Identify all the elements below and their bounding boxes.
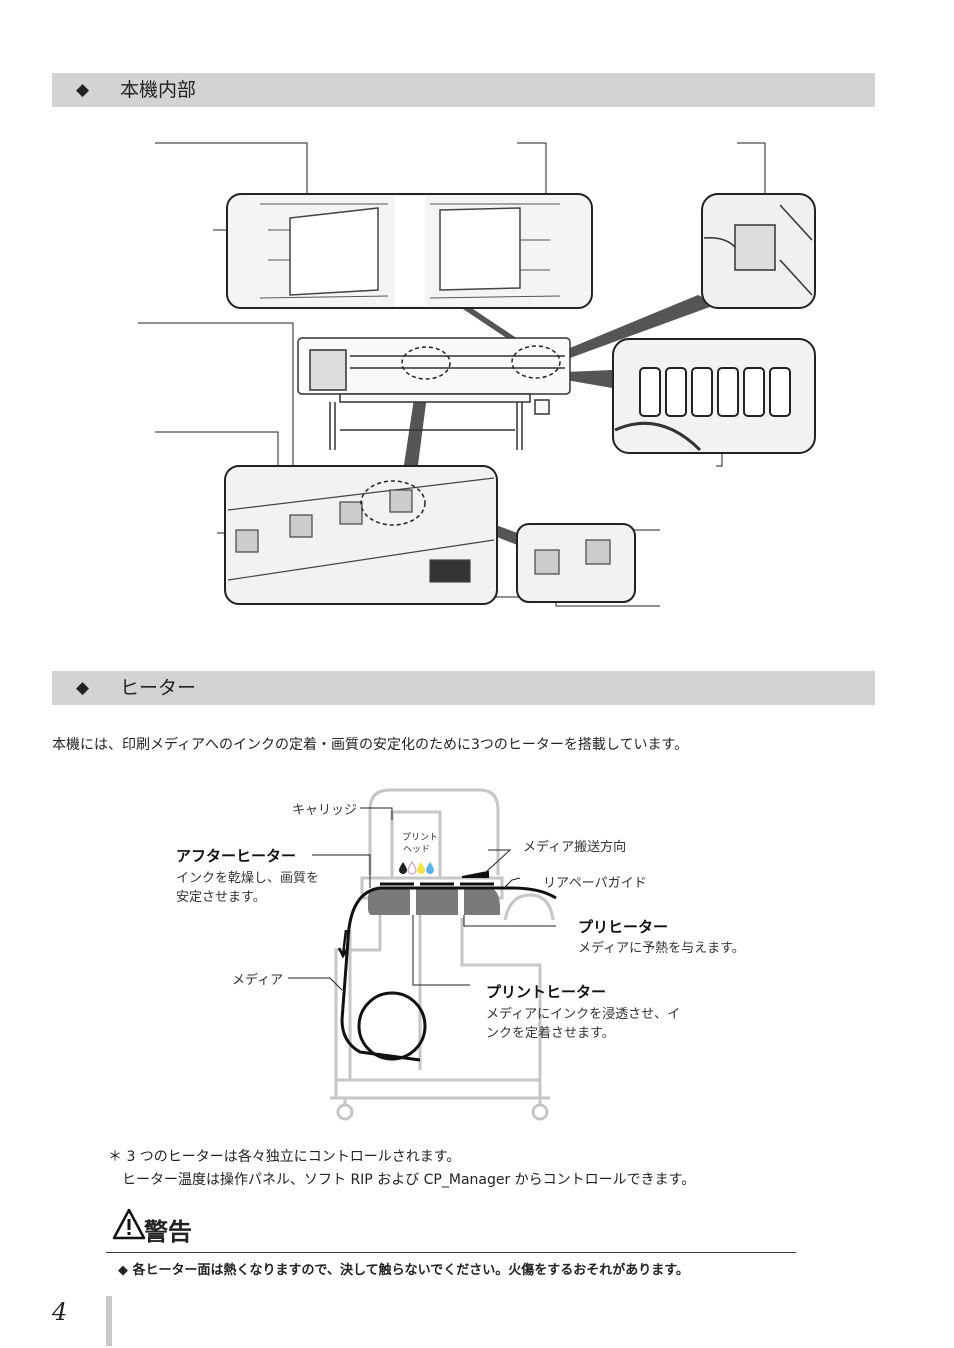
media-roll xyxy=(357,991,427,1061)
arrow-left-icon xyxy=(461,870,489,878)
zoom-circle xyxy=(360,480,426,526)
zoom-wedge xyxy=(566,370,612,388)
zoom-wedge xyxy=(460,307,530,347)
label-pre-heater: プリヒーター xyxy=(578,918,669,936)
print-heater-desc: メディアにインクを浸透させ、イ xyxy=(486,1007,681,1022)
zoom-circle xyxy=(511,345,561,379)
detail-panel xyxy=(612,338,816,454)
note: ＊ 3 つのヒーターは各々独立にコントロールされます。 ヒーター温度は操作パネル… xyxy=(108,1146,695,1192)
diamond-icon: ◆ xyxy=(76,678,90,698)
label-carriage: キャリッジ xyxy=(292,803,358,818)
divider xyxy=(106,1252,796,1253)
page-number: 4 xyxy=(52,1298,68,1326)
ink-drops-icon xyxy=(399,861,434,875)
warning-triangle-icon xyxy=(112,1208,146,1240)
warning-title: 警告 xyxy=(144,1218,192,1246)
section-title: ヒーター xyxy=(120,677,197,699)
zoom-wedge xyxy=(565,295,718,358)
pre-heater-desc: メディアに予熱を与えます。 xyxy=(578,941,745,956)
after-heater-desc: インクを乾燥し、画質を xyxy=(176,871,320,886)
label-rear-paper-guide: リアペーパガイド xyxy=(543,876,647,891)
detail-panel xyxy=(224,465,498,605)
note-line: ＊ 3 つのヒーターは各々独立にコントロールされます。 xyxy=(108,1149,461,1165)
media-path xyxy=(340,886,557,1062)
zoom-circle xyxy=(401,346,451,380)
arrow-down-icon xyxy=(337,929,350,959)
heater-diagram xyxy=(288,788,557,1121)
warning-text: ◆ 各ヒーター面は熱くなりますので、決して触らないでください。火傷をするおそれが… xyxy=(118,1263,689,1278)
note-line: ヒーター温度は操作パネル、ソフト RIP および CP_Manager からコン… xyxy=(122,1172,696,1188)
intro-text: 本機には、印刷メディアへのインクの定着・画質の安定化のために3つのヒーターを搭載… xyxy=(52,737,689,753)
label-print-heater: プリントヒーター xyxy=(486,983,607,1001)
section-title: 本機内部 xyxy=(120,79,197,101)
section-header-interior: ◆ 本機内部 xyxy=(52,73,875,107)
leader-line xyxy=(737,142,766,215)
print-heater-desc: ンクを定着させます。 xyxy=(486,1026,615,1041)
diamond-icon: ◆ xyxy=(76,80,90,100)
heater-platen xyxy=(368,888,500,915)
printer-body xyxy=(297,337,571,450)
label-print-head: ヘッド xyxy=(403,845,431,855)
interior-illustration xyxy=(138,142,816,607)
label-media-direction: メディア搬送方向 xyxy=(523,840,627,855)
label-after-heater: アフターヒーター xyxy=(176,847,297,865)
label-media: メディア xyxy=(232,973,284,988)
page-bar xyxy=(106,1296,112,1346)
after-heater-desc: 安定させます。 xyxy=(176,890,266,905)
label-print-head: プリント xyxy=(402,833,439,843)
section-header-heater: ◆ ヒーター xyxy=(52,671,875,705)
